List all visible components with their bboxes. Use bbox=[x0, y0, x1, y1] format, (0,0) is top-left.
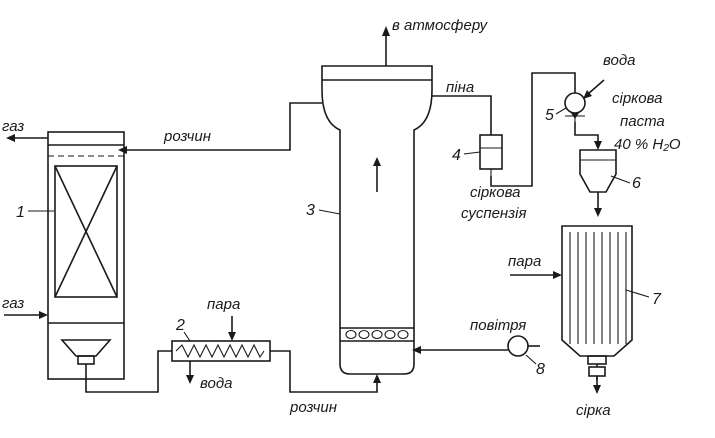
label-suspension-1: сіркова bbox=[470, 184, 520, 201]
number-7: 7 bbox=[625, 289, 662, 308]
label-to-atmosphere: в атмосферу bbox=[392, 17, 489, 34]
number-8: 8 bbox=[525, 354, 545, 378]
label-sulfur-paste-3: 40 % H₂O bbox=[614, 136, 681, 153]
svg-text:3: 3 bbox=[306, 202, 315, 219]
label-solution-top: розчин bbox=[163, 128, 211, 145]
label-water-separator: вода bbox=[603, 52, 635, 69]
svg-text:8: 8 bbox=[536, 361, 545, 378]
sulfur-outlet bbox=[588, 364, 606, 394]
number-5: 5 bbox=[545, 107, 567, 124]
water-inlet-separator bbox=[583, 79, 605, 99]
filter bbox=[479, 134, 503, 176]
separator bbox=[564, 92, 586, 122]
pipe-absorber-to-exchanger bbox=[85, 350, 172, 393]
svg-text:6: 6 bbox=[632, 175, 641, 192]
label-gas-in: газ bbox=[2, 295, 24, 312]
heat-exchanger bbox=[171, 340, 271, 362]
centrifuge bbox=[579, 149, 617, 193]
centrifuge-discharge bbox=[594, 192, 602, 217]
number-3: 3 bbox=[306, 202, 341, 219]
label-sulfur: сірка bbox=[576, 402, 611, 419]
svg-text:4: 4 bbox=[452, 147, 461, 164]
steam-inlet-exchanger bbox=[228, 316, 236, 341]
steam-inlet-melter bbox=[510, 271, 562, 279]
label-solution-bottom: розчин bbox=[289, 399, 337, 416]
svg-text:2: 2 bbox=[175, 317, 185, 334]
label-steam-melter: пара bbox=[508, 253, 541, 270]
pipe-exchanger-to-column bbox=[270, 350, 381, 393]
flotation-column bbox=[321, 65, 433, 375]
label-water-exchanger: вода bbox=[200, 375, 232, 392]
svg-text:7: 7 bbox=[652, 291, 662, 308]
label-sulfur-paste-1: сіркова bbox=[612, 90, 662, 107]
number-2: 2 bbox=[175, 317, 191, 342]
pipe-separator-to-centrifuge bbox=[574, 122, 602, 150]
label-foam: піна bbox=[446, 79, 474, 96]
pipe-suspension bbox=[490, 72, 576, 187]
atmosphere-vent bbox=[382, 26, 390, 66]
label-suspension-2: суспензія bbox=[461, 205, 527, 222]
label-steam-exchanger: пара bbox=[207, 296, 240, 313]
label-sulfur-paste-2: паста bbox=[620, 113, 665, 130]
pipe-solution-top bbox=[118, 102, 322, 154]
number-4: 4 bbox=[452, 147, 481, 164]
gas-outlet bbox=[6, 134, 48, 142]
label-gas-out: газ bbox=[2, 118, 24, 135]
number-1: 1 bbox=[16, 204, 54, 221]
svg-text:5: 5 bbox=[545, 107, 554, 124]
gas-inlet bbox=[4, 311, 48, 319]
number-6: 6 bbox=[610, 175, 641, 192]
water-outlet-exchanger bbox=[186, 361, 194, 384]
absorber-column bbox=[47, 131, 125, 380]
pipe-foam bbox=[432, 95, 492, 135]
svg-text:1: 1 bbox=[16, 204, 25, 221]
label-air: повітря bbox=[470, 317, 526, 334]
air-blower bbox=[507, 335, 540, 357]
air-line bbox=[412, 346, 508, 354]
melter bbox=[561, 225, 633, 365]
